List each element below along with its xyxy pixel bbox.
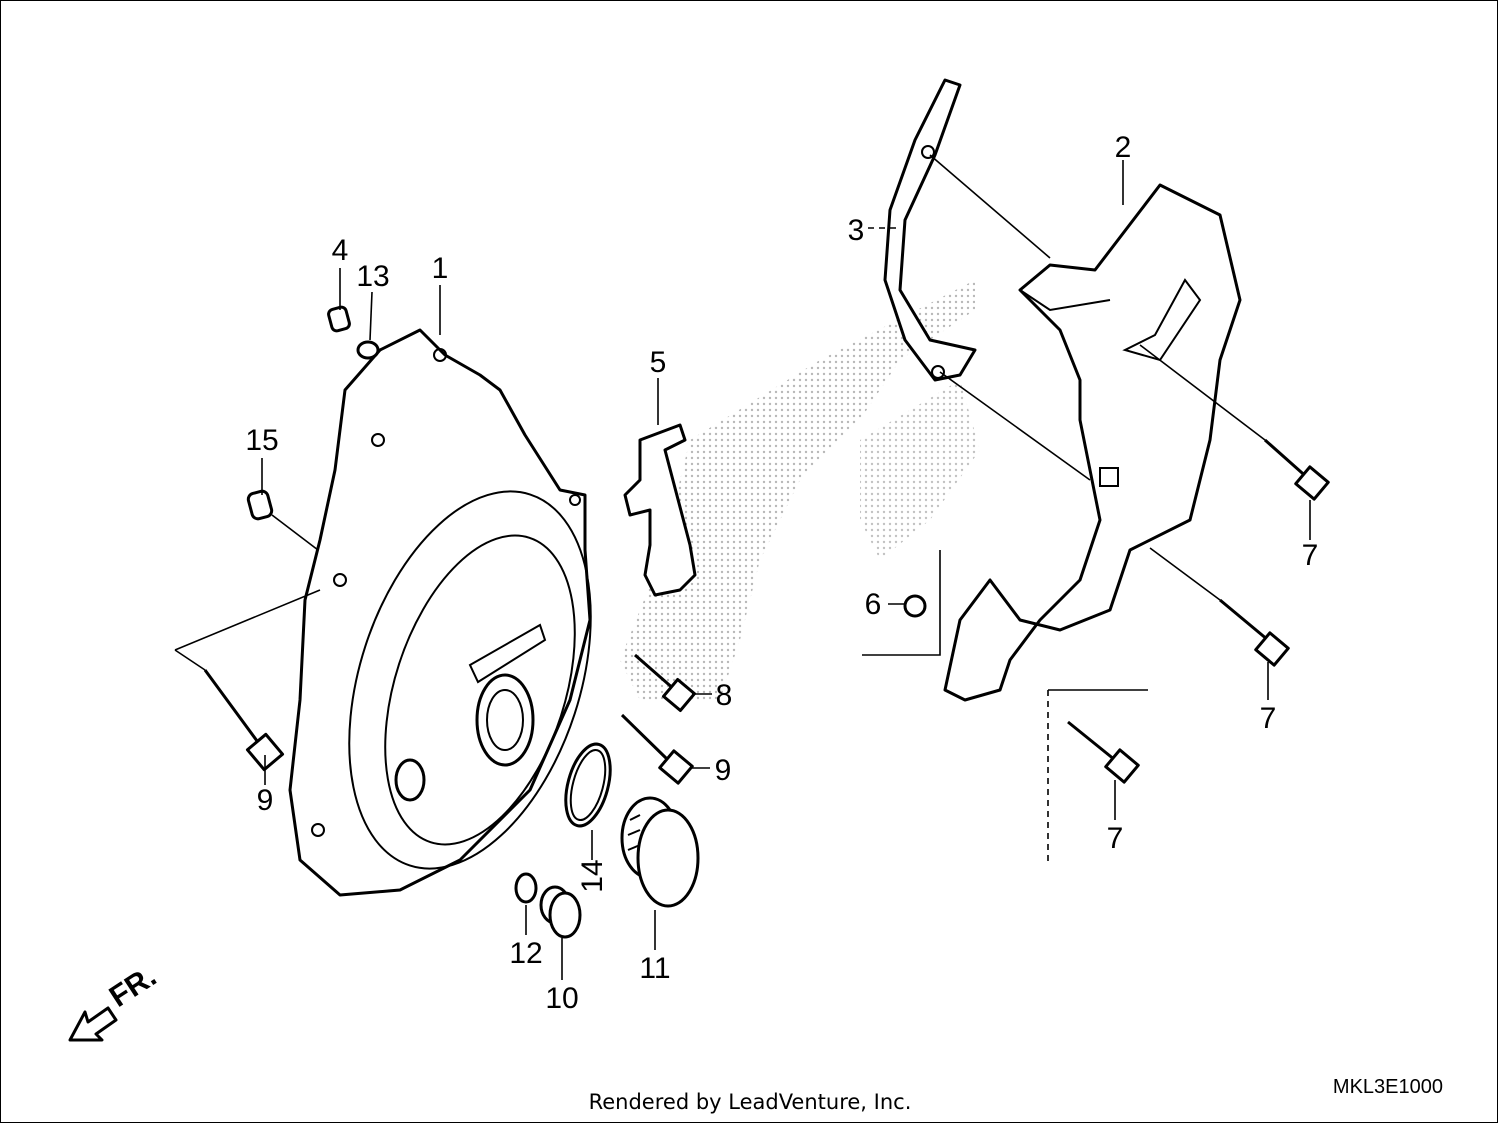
callout-12[interactable]: 12 [509,937,542,970]
plug-10[interactable] [539,885,582,939]
callout-4[interactable]: 4 [332,234,349,267]
callout-8[interactable]: 8 [716,679,733,712]
bolt-7-lower[interactable] [1067,720,1140,784]
callout-7-middle[interactable]: 7 [1260,702,1277,735]
callout-5[interactable]: 5 [650,346,667,379]
bolt-9-left[interactable] [203,669,285,772]
dowel-pin-15[interactable] [246,489,274,521]
left-crankcase-cover[interactable] [288,328,635,899]
callout-15[interactable]: 15 [245,424,278,457]
callout-7-lower[interactable]: 7 [1107,822,1124,855]
washer-12[interactable] [514,872,538,904]
timing-hole-cap-11[interactable] [620,796,700,908]
watermark [620,280,980,700]
callout-7-upper[interactable]: 7 [1302,539,1319,572]
o-ring-14[interactable] [558,739,618,830]
dowel-pin-4[interactable] [327,305,351,333]
o-ring-13[interactable] [356,340,380,360]
bolt-9-right[interactable] [620,713,694,785]
callout-9-right[interactable]: 9 [715,754,732,787]
sensor-bracket[interactable] [623,423,697,597]
callout-2[interactable]: 2 [1115,131,1132,164]
sprocket-cover[interactable] [943,183,1242,702]
bolt-7-middle[interactable] [1219,598,1290,667]
leader-lines [174,154,1311,980]
callout-9-left[interactable]: 9 [257,784,274,817]
bolt-8[interactable] [634,653,696,712]
callout-11[interactable]: 11 [639,952,670,985]
diagram-code: MKL3E1000 [1333,1076,1443,1098]
cover-plate[interactable] [883,78,977,382]
front-direction-arrow-icon [68,1006,118,1042]
callout-1[interactable]: 1 [432,252,449,285]
callout-14[interactable]: 14 [576,859,609,892]
footer-credit: Rendered by LeadVenture, Inc. [588,1090,912,1114]
callout-10[interactable]: 10 [545,982,578,1015]
callout-13[interactable]: 13 [356,260,389,293]
front-indicator: FR. [104,960,163,1014]
bolt-7-upper[interactable] [1264,438,1330,501]
callout-6[interactable]: 6 [865,588,882,621]
nut-6[interactable] [903,594,927,618]
callout-3[interactable]: 3 [848,214,865,247]
